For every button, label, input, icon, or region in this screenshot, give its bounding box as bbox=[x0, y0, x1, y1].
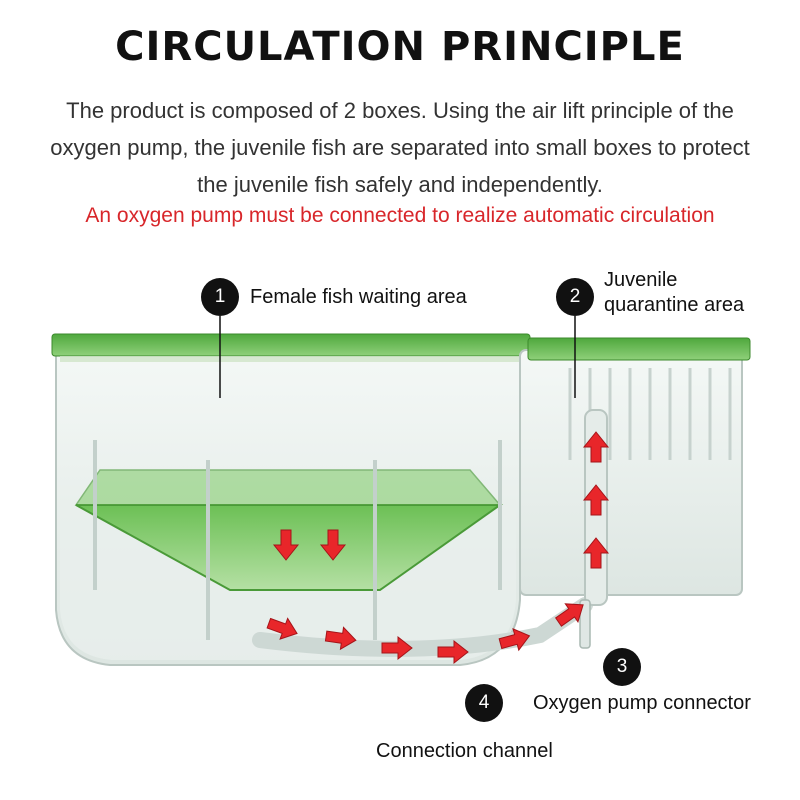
callout-label-connection-channel: Connection channel bbox=[376, 739, 553, 764]
main-box-lid bbox=[52, 334, 530, 356]
callout-label-juvenile-quarantine-area: Juvenile quarantine area bbox=[604, 268, 744, 318]
callout-badge-3: 3 bbox=[603, 648, 641, 686]
callout-badge-2: 2 bbox=[556, 278, 594, 316]
side-box-lid bbox=[528, 338, 750, 360]
callout-badge-4: 4 bbox=[465, 684, 503, 722]
callout-badge-1: 1 bbox=[201, 278, 239, 316]
callout-label-female-waiting-area: Female fish waiting area bbox=[250, 285, 467, 310]
callout-label-oxygen-pump-connector: Oxygen pump connector bbox=[533, 691, 751, 716]
callout-label-2-line2: quarantine area bbox=[604, 293, 744, 318]
callout-label-2-line1: Juvenile bbox=[604, 268, 744, 293]
